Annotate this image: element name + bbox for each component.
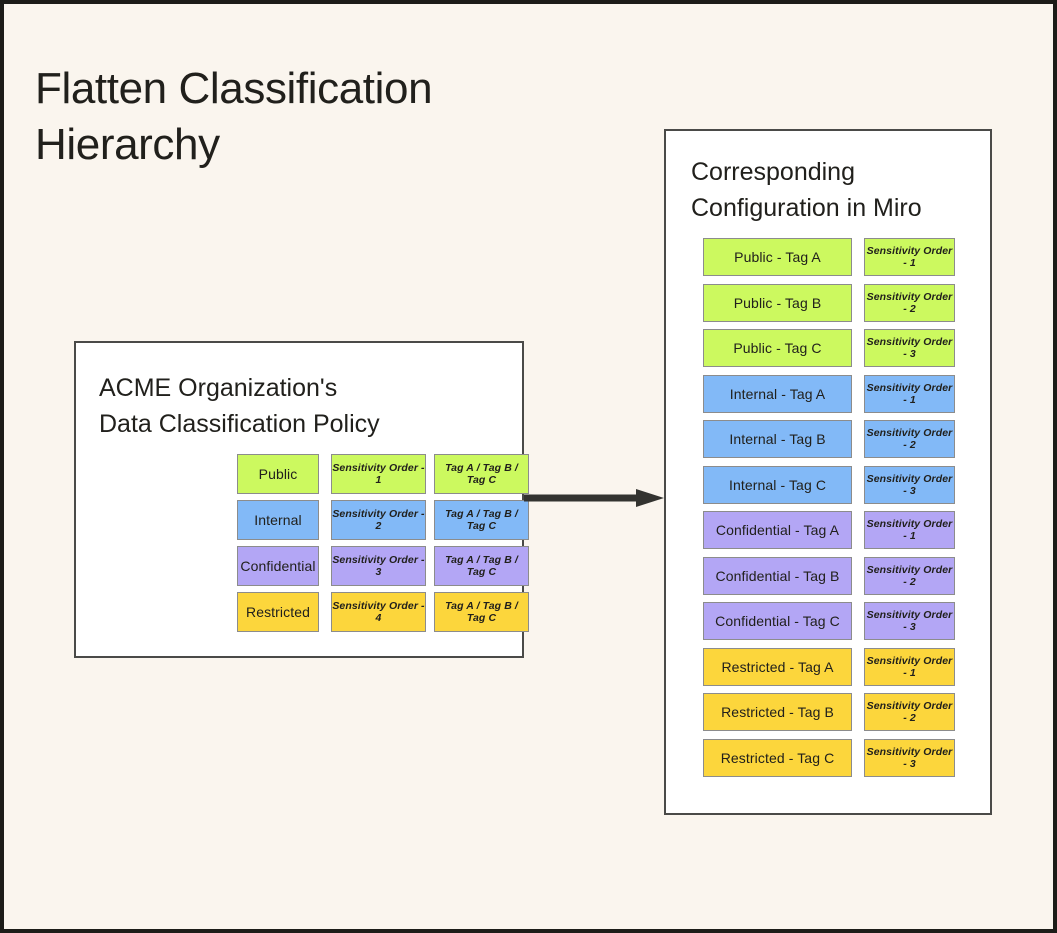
flattened-classification-block[interactable]: Restricted - Tag A <box>703 647 852 686</box>
flattened-classification-block-label: Public - Tag B <box>733 294 822 311</box>
miro-configuration-title: Corresponding Configuration in Miro <box>691 158 922 222</box>
sensitivity-order-block[interactable]: Sensitivity Order - 2 <box>864 420 955 458</box>
sensitivity-order-block-label: Sensitivity Order - 3 <box>332 554 425 578</box>
sensitivity-order-block[interactable]: Sensitivity Order - 3 <box>331 546 426 586</box>
tag-list-block[interactable]: Tag A / Tag B / Tag C <box>434 592 529 632</box>
flattened-classification-block[interactable]: Public - Tag B <box>703 283 852 322</box>
flattened-classification-block-label: Confidential - Tag A <box>715 522 840 538</box>
classification-level-block[interactable]: Public <box>237 454 319 494</box>
flattened-classification-block[interactable]: Restricted - Tag B <box>703 693 852 731</box>
sensitivity-order-block-label: Sensitivity Order - 1 <box>866 518 953 542</box>
classification-level-block[interactable]: Internal <box>237 500 319 540</box>
classification-level-block-label: Public <box>258 466 298 482</box>
flattened-classification-block[interactable]: Public - Tag A <box>703 238 852 276</box>
flattened-classification-block[interactable]: Internal - Tag A <box>703 374 852 413</box>
flattened-classification-block[interactable]: Confidential - Tag A <box>703 511 852 549</box>
flattened-classification-block-label: Restricted - Tag B <box>721 704 834 720</box>
flattened-classification-block[interactable]: Confidential - Tag C <box>703 602 852 640</box>
sensitivity-order-block-label: Sensitivity Order - 1 <box>866 245 953 269</box>
classification-level-block[interactable]: Restricted <box>237 592 319 632</box>
sensitivity-order-block-label: Sensitivity Order - 4 <box>332 600 425 624</box>
sensitivity-order-block-label: Sensitivity Order - 2 <box>866 563 953 588</box>
flattened-classification-block[interactable]: Internal - Tag C <box>703 465 852 504</box>
flattened-classification-block[interactable]: Restricted - Tag C <box>703 738 852 777</box>
sensitivity-order-block[interactable]: Sensitivity Order - 2 <box>331 500 426 540</box>
sensitivity-order-block[interactable]: Sensitivity Order - 4 <box>331 592 426 632</box>
flattened-classification-block-label: Confidential - Tag B <box>715 567 840 584</box>
flattened-classification-block[interactable]: Internal - Tag B <box>703 420 852 458</box>
sensitivity-order-block[interactable]: Sensitivity Order - 2 <box>864 556 955 595</box>
sensitivity-order-block-label: Sensitivity Order - 3 <box>866 609 953 633</box>
sensitivity-order-block-label: Sensitivity Order - 3 <box>866 336 953 360</box>
classification-level-block-label: Internal <box>254 512 302 528</box>
sensitivity-order-block[interactable]: Sensitivity Order - 1 <box>864 511 955 549</box>
tag-list-block-label: Tag A / Tag B / Tag C <box>445 554 518 578</box>
tag-list-block-label: Tag A / Tag B / Tag C <box>445 508 518 532</box>
sensitivity-order-block-label: Sensitivity Order - 2 <box>866 700 953 724</box>
sensitivity-order-block-label: Sensitivity Order - 3 <box>866 745 953 770</box>
classification-level-block-label: Restricted <box>245 604 311 620</box>
page-title: Flatten Classification Hierarchy <box>35 64 433 170</box>
sensitivity-order-block[interactable]: Sensitivity Order - 3 <box>864 738 955 777</box>
flattened-classification-block-label: Confidential - Tag C <box>715 613 840 629</box>
arrow-right-icon <box>524 489 664 507</box>
sensitivity-order-block[interactable]: Sensitivity Order - 2 <box>864 283 955 322</box>
flattened-classification-block[interactable]: Public - Tag C <box>703 329 852 367</box>
tag-list-block[interactable]: Tag A / Tag B / Tag C <box>434 454 529 494</box>
flattened-classification-block-label: Internal - Tag C <box>728 476 827 493</box>
flattened-classification-block-label: Internal - Tag B <box>729 431 826 447</box>
sensitivity-order-block-label: Sensitivity Order - 3 <box>866 472 953 497</box>
flattened-classification-block-label: Internal - Tag A <box>729 385 826 402</box>
tag-list-block[interactable]: Tag A / Tag B / Tag C <box>434 500 529 540</box>
sensitivity-order-block-label: Sensitivity Order - 2 <box>866 427 953 451</box>
flattened-classification-block-label: Restricted - Tag C <box>720 749 835 766</box>
sensitivity-order-block[interactable]: Sensitivity Order - 1 <box>331 454 426 494</box>
miro-configuration-panel: Corresponding Configuration in Miro Publ… <box>664 129 992 815</box>
sensitivity-order-block-label: Sensitivity Order - 1 <box>866 654 953 679</box>
sensitivity-order-block[interactable]: Sensitivity Order - 3 <box>864 602 955 640</box>
sensitivity-order-block[interactable]: Sensitivity Order - 3 <box>864 329 955 367</box>
sensitivity-order-block[interactable]: Sensitivity Order - 3 <box>864 465 955 504</box>
tag-list-block-label: Tag A / Tag B / Tag C <box>445 462 518 486</box>
sensitivity-order-block-label: Sensitivity Order - 1 <box>866 381 953 406</box>
flattened-classification-block-label: Public - Tag C <box>733 340 822 356</box>
flattened-classification-block[interactable]: Confidential - Tag B <box>703 556 852 595</box>
sensitivity-order-block[interactable]: Sensitivity Order - 2 <box>864 693 955 731</box>
flattened-classification-block-label: Public - Tag A <box>734 249 821 265</box>
sensitivity-order-block-label: Sensitivity Order - 2 <box>866 290 953 315</box>
tag-list-block-label: Tag A / Tag B / Tag C <box>445 600 518 624</box>
tag-list-block[interactable]: Tag A / Tag B / Tag C <box>434 546 529 586</box>
classification-level-block[interactable]: Confidential <box>237 546 319 586</box>
sensitivity-order-block[interactable]: Sensitivity Order - 1 <box>864 374 955 413</box>
sensitivity-order-block[interactable]: Sensitivity Order - 1 <box>864 238 955 276</box>
source-policy-title: ACME Organization's Data Classification … <box>99 374 380 438</box>
sensitivity-order-block-label: Sensitivity Order - 1 <box>332 462 425 486</box>
sensitivity-order-block-label: Sensitivity Order - 2 <box>332 508 425 532</box>
classification-level-block-label: Confidential <box>240 558 316 574</box>
sensitivity-order-block[interactable]: Sensitivity Order - 1 <box>864 647 955 686</box>
source-policy-panel: ACME Organization's Data Classification … <box>74 341 529 658</box>
flattened-classification-block-label: Restricted - Tag A <box>721 658 834 675</box>
